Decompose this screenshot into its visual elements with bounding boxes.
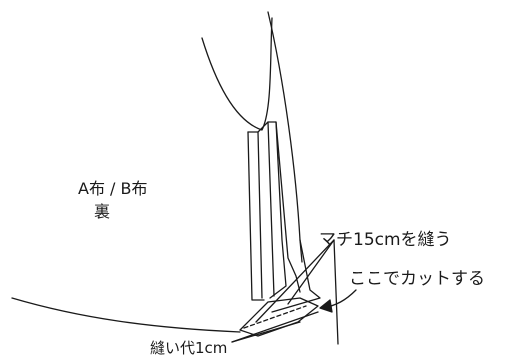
gusset-wall-right	[275, 121, 301, 293]
seam-allowance-label: 縫い代1cm	[150, 339, 228, 357]
gusset-layer-back	[247, 121, 287, 299]
reverse-side-label: 裏	[94, 202, 111, 221]
gusset-layer-front	[257, 131, 263, 299]
gusset-leader-3	[333, 239, 339, 345]
handle-outer-curve	[267, 11, 303, 263]
gusset-leader-2	[287, 239, 335, 305]
seam-allowance-line	[243, 305, 307, 329]
gusset-wall-outer	[271, 239, 321, 313]
gusset-label: マチ15cmを縫う	[319, 230, 452, 250]
corner-tip	[239, 297, 319, 337]
gusset-layer-inner	[267, 121, 275, 297]
cut-arrow-head	[319, 299, 333, 313]
handle-inner-curve	[201, 17, 273, 131]
cut-label: ここでカットする	[349, 269, 485, 289]
allowance-leader	[231, 311, 319, 343]
gusset-leader-1	[255, 239, 335, 323]
fabric-label: A布 / B布	[78, 179, 148, 198]
gusset-layer-mid	[247, 131, 265, 301]
allowance-leader-2	[231, 321, 301, 343]
bag-outline	[11, 297, 241, 333]
